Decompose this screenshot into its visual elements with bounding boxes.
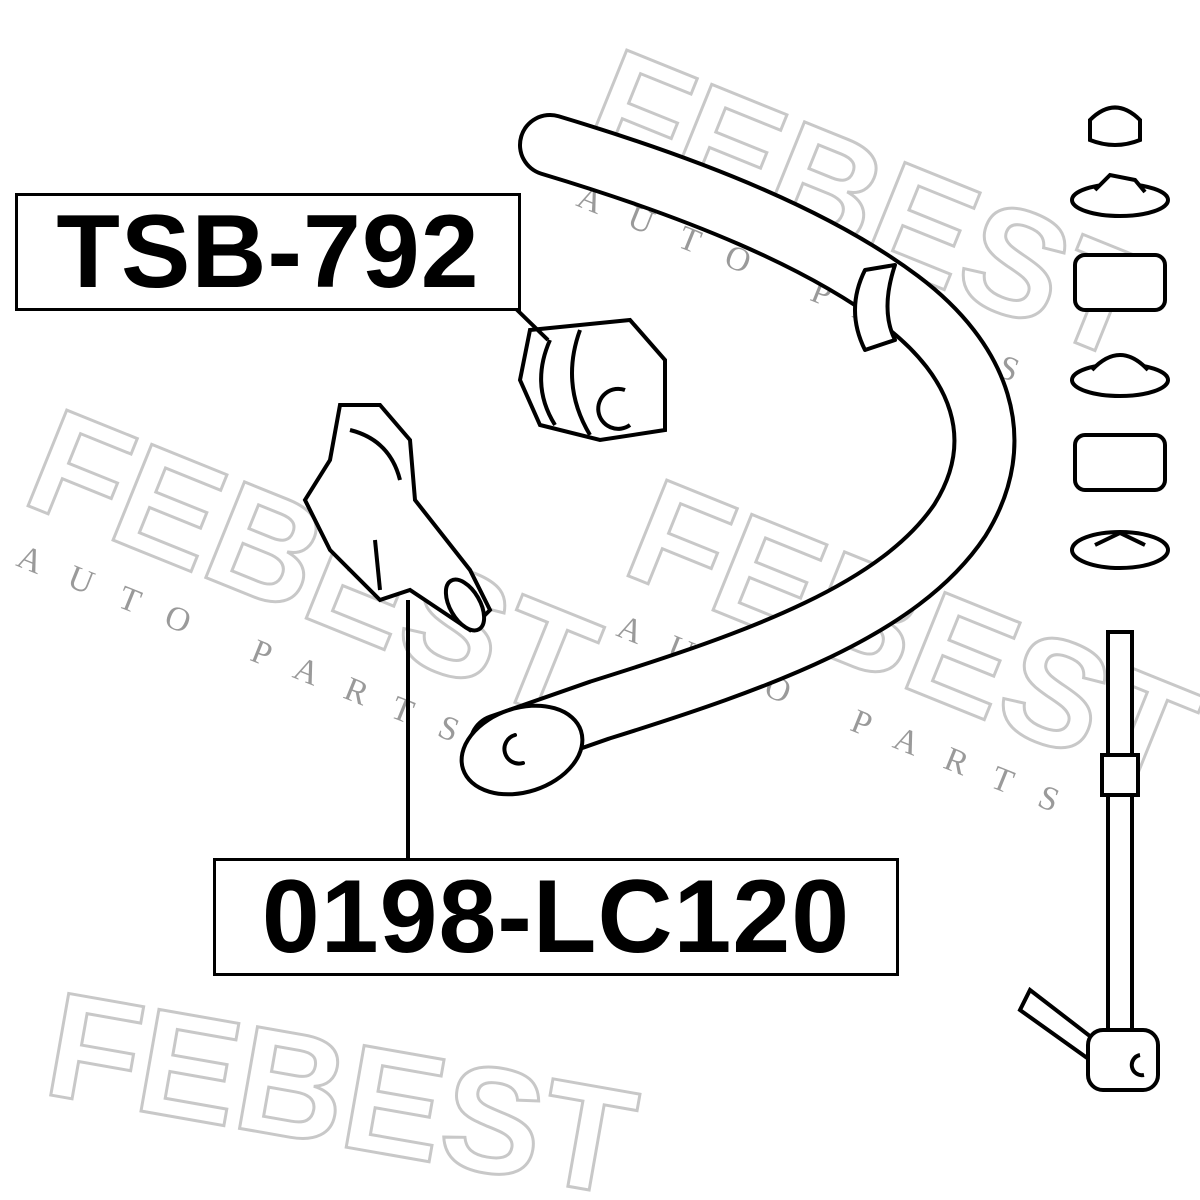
- part-label-tsb-792: TSB-792: [15, 193, 521, 311]
- svg-text:FEBEST: FEBEST: [7, 376, 619, 753]
- stabilizer-bar: [459, 113, 1017, 797]
- stabilizer-link-drawing: [1017, 105, 1170, 1092]
- bracket-drawing: [302, 403, 493, 633]
- part-label-0198-lc120: 0198-LC120: [213, 858, 899, 976]
- stabilizer-bushing-drawing: [517, 317, 667, 443]
- svg-text:FEBEST: FEBEST: [35, 959, 647, 1200]
